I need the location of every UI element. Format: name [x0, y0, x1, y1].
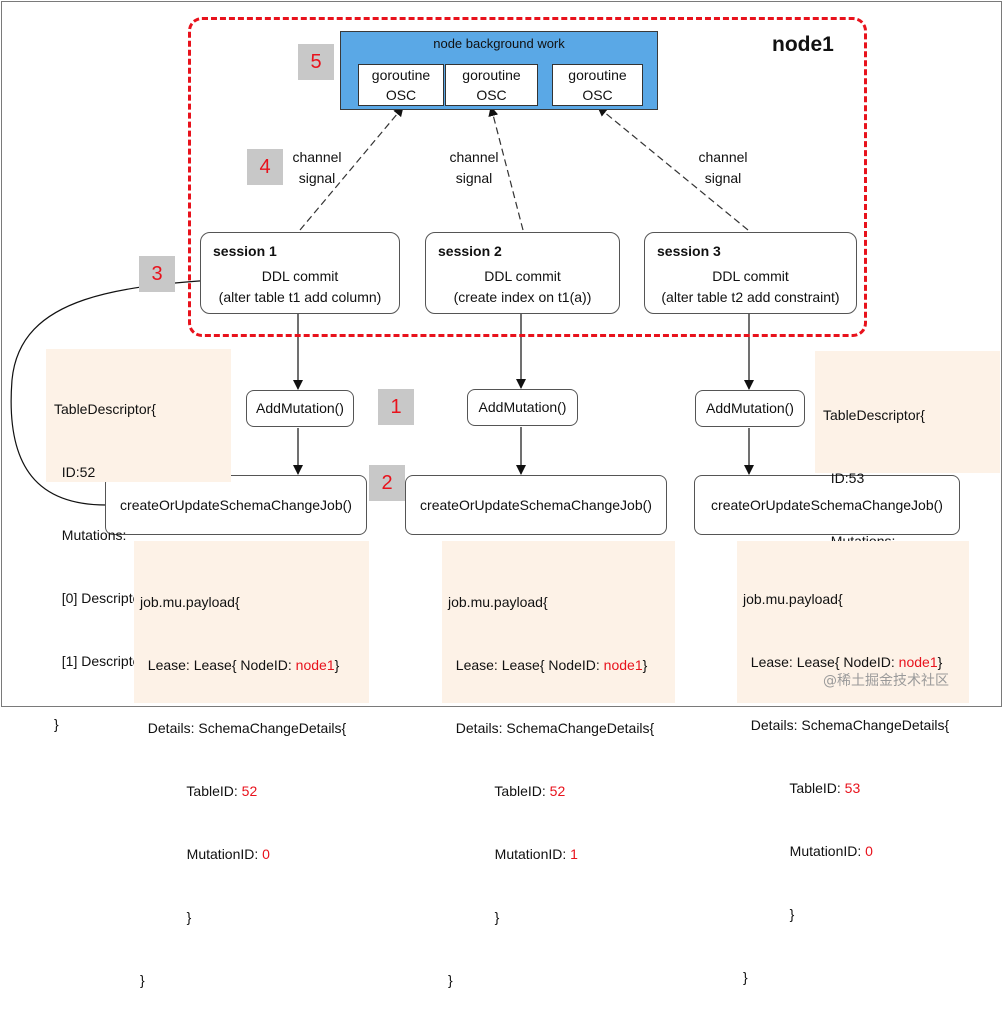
goroutine-label: goroutine — [371, 67, 431, 83]
session-statement: (alter table t2 add constraint) — [661, 289, 840, 305]
table-descriptor-53: TableDescriptor{ ID:53 Mutations: [0] De… — [815, 351, 1000, 675]
signal-arrow-1 — [299, 106, 404, 231]
job-payload-2: job.mu.payload{ Lease: Lease{ NodeID: no… — [442, 541, 675, 988]
table-descriptor-52: TableDescriptor{ ID:52 Mutations: [0] De… — [46, 349, 231, 732]
background-work-title: node background work — [433, 36, 565, 51]
goroutine-box: goroutine OSC — [552, 64, 643, 106]
goroutine-label: goroutine — [568, 67, 627, 83]
figure-frame — [1, 1, 1002, 707]
node-region — [188, 17, 867, 337]
create-job-box: createOrUpdateSchemaChangeJob() — [694, 475, 960, 535]
goroutine-label: goroutine — [462, 67, 521, 83]
add-mutation-box: AddMutation() — [246, 390, 354, 427]
session-1-box: session 1 DDL commit (alter table t1 add… — [200, 232, 400, 314]
session-statement: (create index on t1(a)) — [453, 289, 592, 305]
osc-label: OSC — [476, 87, 507, 103]
job-payload-1: job.mu.payload{ Lease: Lease{ NodeID: no… — [134, 541, 369, 988]
node-label: node1 — [772, 33, 834, 56]
osc-label: OSC — [582, 87, 613, 103]
goroutine-box: goroutine OSC — [358, 64, 444, 106]
session-ddl-commit: DDL commit — [712, 268, 789, 284]
session-title: session 3 — [657, 243, 721, 259]
session-2-box: session 2 DDL commit (create index on t1… — [425, 232, 620, 314]
osc-label: OSC — [385, 87, 417, 103]
session-ddl-commit: DDL commit — [484, 268, 561, 284]
signal-arrow-2 — [488, 106, 524, 231]
add-mutation-box: AddMutation() — [467, 389, 578, 426]
step-badge-1: 1 — [378, 389, 414, 425]
session-statement: (alter table t1 add column) — [218, 289, 382, 305]
step-badge-4: 4 — [247, 149, 283, 185]
watermark: @稀土掘金技术社区 — [823, 673, 949, 689]
session-title: session 2 — [438, 243, 502, 259]
create-job-box: createOrUpdateSchemaChangeJob() — [405, 475, 667, 535]
session-3-box: session 3 DDL commit (alter table t2 add… — [644, 232, 857, 314]
session-title: session 1 — [213, 243, 277, 259]
session-ddl-commit: DDL commit — [261, 268, 339, 284]
step-badge-3: 3 — [139, 256, 175, 292]
add-mutation-box: AddMutation() — [695, 390, 805, 427]
step-badge-5: 5 — [298, 44, 334, 80]
goroutine-box: goroutine OSC — [445, 64, 538, 106]
job-payload-3: job.mu.payload{ Lease: Lease{ NodeID: no… — [737, 541, 969, 985]
step-badge-2: 2 — [369, 465, 405, 501]
create-job-box: createOrUpdateSchemaChangeJob() — [105, 475, 367, 535]
